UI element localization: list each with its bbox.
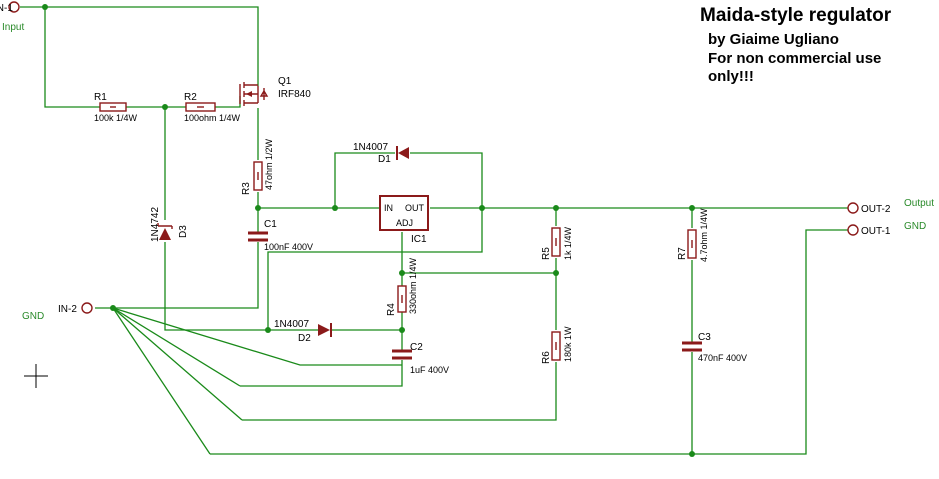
diode-d1: 1N4007 D1 bbox=[353, 142, 409, 165]
input-pin-label: IN-1 bbox=[0, 3, 13, 14]
ic1-adj-pin: ADJ bbox=[396, 218, 413, 228]
resistor-r6: R6 180k 1W bbox=[541, 326, 573, 364]
r1-value: 100k 1/4W bbox=[94, 113, 138, 123]
gnd-net-label: GND bbox=[22, 311, 44, 322]
connector-gnd-in: IN-2 GND bbox=[22, 302, 93, 322]
out-gnd-net-label: GND bbox=[904, 221, 926, 232]
c2-name: C2 bbox=[410, 342, 423, 353]
r1-name: R1 bbox=[94, 92, 107, 103]
r2-value: 100ohm 1/4W bbox=[184, 113, 241, 123]
wire-gnd-bus bbox=[210, 229, 848, 455]
input-net-label: Input bbox=[2, 22, 24, 33]
title-text: Maida-style regulator bbox=[700, 5, 892, 26]
c2-value: 1uF 400V bbox=[410, 365, 449, 375]
resistor-r3: R3 47ohm 1/2W bbox=[241, 138, 274, 195]
wire-d1-left bbox=[334, 152, 395, 208]
regulator-ic1: IN OUT ADJ IC1 bbox=[379, 195, 429, 245]
wire-fan-c2 bbox=[112, 307, 241, 387]
wires bbox=[20, 6, 848, 455]
r6-name: R6 bbox=[541, 351, 552, 364]
license-text-2: only!!! bbox=[708, 68, 754, 85]
r4-value: 330ohm 1/4W bbox=[408, 257, 418, 314]
ic1-in-pin: IN bbox=[384, 203, 393, 213]
in2-pin-label: IN-2 bbox=[58, 304, 77, 315]
d1-name: D1 bbox=[378, 154, 391, 165]
connector-input: IN-1 Input bbox=[0, 1, 24, 33]
connector-out1: OUT-1 GND bbox=[847, 221, 926, 237]
wire-input-r1 bbox=[44, 7, 100, 108]
wire-c1-gnd bbox=[113, 242, 259, 309]
ic1-name: IC1 bbox=[411, 234, 427, 245]
wire-r2-gate bbox=[215, 96, 241, 108]
wire-r6-gnd bbox=[242, 362, 557, 421]
r6-value: 180k 1W bbox=[563, 326, 573, 362]
r3-value: 47ohm 1/2W bbox=[264, 138, 274, 190]
wire-zener-bottom bbox=[164, 242, 275, 331]
q1-value: IRF840 bbox=[278, 89, 311, 100]
ic1-out-pin: OUT bbox=[405, 203, 425, 213]
r4-name: R4 bbox=[386, 303, 397, 316]
d3-value: 1N4742 bbox=[150, 207, 161, 242]
out1-pin-label: OUT-1 bbox=[861, 226, 891, 237]
junctions bbox=[42, 4, 695, 457]
capacitor-c2: C2 1uF 400V bbox=[392, 342, 449, 375]
capacitor-c1: C1 100nF 400V bbox=[248, 219, 313, 252]
r2-name: R2 bbox=[184, 92, 197, 103]
d1-value: 1N4007 bbox=[353, 142, 388, 153]
out2-pin-label: OUT-2 bbox=[861, 204, 891, 215]
wire-d1-right bbox=[410, 152, 483, 208]
diode-d2: 1N4007 D2 bbox=[274, 319, 332, 344]
wire-d1-return bbox=[267, 208, 483, 330]
wire-fan-c2b bbox=[112, 307, 402, 366]
c1-value: 100nF 400V bbox=[264, 242, 313, 252]
d2-value: 1N4007 bbox=[274, 319, 309, 330]
r7-value: 4.7ohm 1/4W bbox=[699, 208, 709, 262]
zener-d3: 1N4742 D3 bbox=[150, 207, 189, 242]
resistor-r1: R1 100k 1/4W bbox=[94, 92, 138, 123]
origin-cross-icon bbox=[24, 364, 48, 388]
d3-name: D3 bbox=[178, 225, 189, 238]
resistor-r2: R2 100ohm 1/4W bbox=[184, 92, 241, 123]
output-net-label: Output bbox=[904, 198, 934, 209]
q1-name: Q1 bbox=[278, 76, 292, 87]
d2-name: D2 bbox=[298, 333, 311, 344]
resistor-r5: R5 1k 1/4W bbox=[541, 226, 573, 260]
r5-value: 1k 1/4W bbox=[563, 226, 573, 260]
c1-name: C1 bbox=[264, 219, 277, 230]
wire-fan-r6 bbox=[112, 307, 243, 421]
title-block: Maida-style regulator by Giaime Ugliano … bbox=[700, 5, 892, 85]
wire-input-drain bbox=[20, 6, 259, 86]
r5-name: R5 bbox=[541, 247, 552, 260]
resistor-r7: R7 4.7ohm 1/4W bbox=[677, 208, 709, 262]
author-text: by Giaime Ugliano bbox=[708, 31, 839, 48]
connector-out2: OUT-2 Output bbox=[847, 198, 934, 215]
c3-name: C3 bbox=[698, 332, 711, 343]
resistor-r4: R4 330ohm 1/4W bbox=[386, 257, 418, 316]
c3-value: 470nF 400V bbox=[698, 353, 747, 363]
r7-name: R7 bbox=[677, 247, 688, 260]
wire-fan-gnd bbox=[112, 307, 211, 455]
wire-c2-gnd bbox=[240, 360, 403, 387]
mosfet-q1: Q1 IRF840 bbox=[239, 76, 311, 106]
license-text-1: For non commercial use bbox=[708, 50, 881, 67]
r3-name: R3 bbox=[241, 182, 252, 195]
capacitor-c3: C3 470nF 400V bbox=[682, 332, 747, 363]
